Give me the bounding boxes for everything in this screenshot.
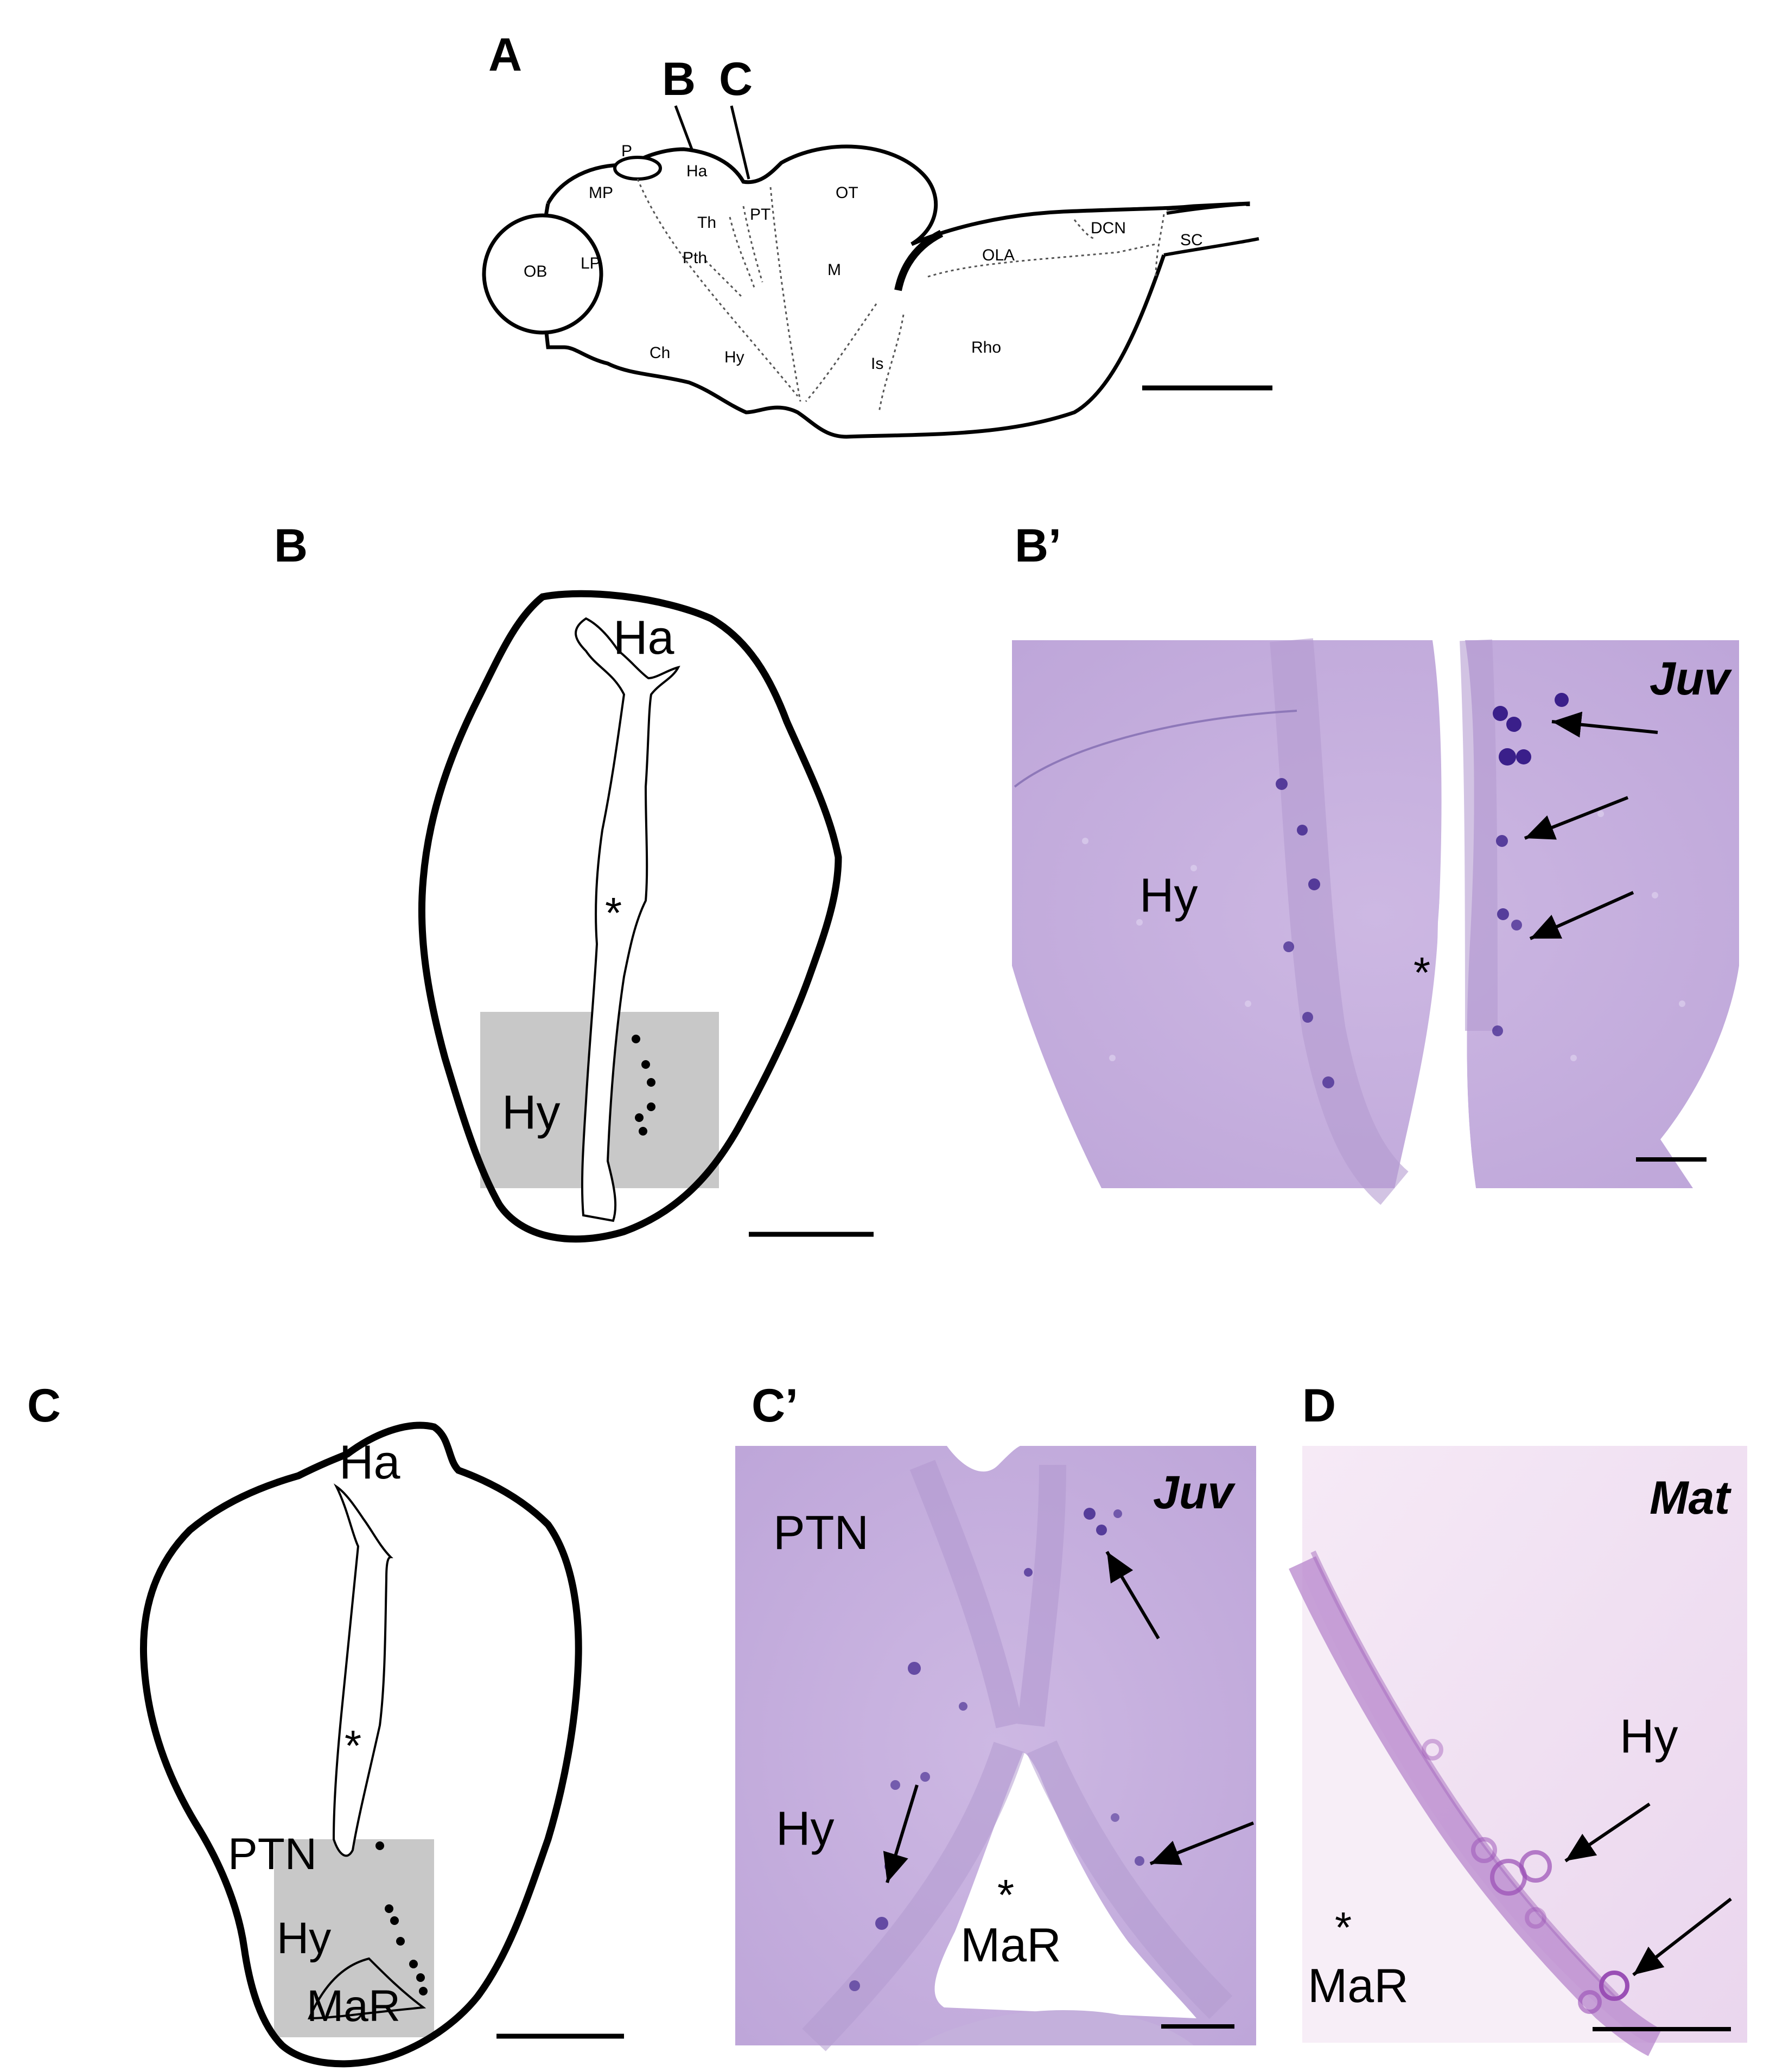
- panel-a-letter: A: [488, 29, 522, 81]
- arrow-d-2: [1632, 1897, 1732, 1977]
- labeled-cells-d: [1422, 1739, 1629, 2014]
- arrow-c-prime-2: [883, 1784, 919, 1883]
- panel-c-prime: C’ Juv PTN Hy * MaR: [735, 1380, 1256, 2051]
- label-ptn-c: PTN: [228, 1829, 317, 1879]
- label-ola: OLA: [982, 246, 1015, 264]
- label-ot: OT: [836, 184, 858, 202]
- labeled-cells-b-prime: [1276, 693, 1569, 1088]
- label-lp: LP: [581, 254, 601, 272]
- ventricle-b: [575, 617, 680, 1222]
- label-hy-c-prime: Hy: [776, 1801, 835, 1855]
- stage-label-c-prime: Juv: [1153, 1467, 1236, 1519]
- region-boundaries: [636, 178, 1165, 413]
- stage-label-d: Mat: [1650, 1472, 1731, 1524]
- ventricle-region-d: [1302, 1573, 1650, 2043]
- label-m: M: [827, 261, 841, 279]
- ventricle-asterisk-c: *: [345, 1722, 361, 1770]
- mammillary-recess-outline: [307, 1957, 426, 2020]
- pineal-outline: [613, 156, 662, 181]
- arrow-b-prime-1: [1551, 711, 1658, 738]
- brain-outline-dorsal: [546, 144, 1250, 246]
- ventricle-asterisk-d: *: [1335, 1903, 1352, 1952]
- section-line-c: [730, 105, 750, 180]
- arrow-d-1: [1564, 1802, 1651, 1863]
- panel-a: A B C P Ha MP Th PT: [482, 29, 1272, 439]
- highlight-box-c: [274, 1839, 434, 2037]
- label-th: Th: [697, 214, 716, 232]
- ventricle-asterisk-b-prime: *: [1414, 948, 1430, 997]
- section-b-outline: [418, 590, 842, 1243]
- section-c-outline: [139, 1421, 582, 2068]
- ventricle-mar-c-prime: [934, 1752, 1196, 2018]
- section-marker-b: B: [662, 53, 696, 105]
- label-p: P: [621, 142, 632, 160]
- label-hy-b: Hy: [502, 1085, 561, 1139]
- label-mar-c: MaR: [307, 1981, 400, 2031]
- olfactory-bulb-outline: [482, 213, 603, 335]
- label-mp: MP: [589, 184, 613, 202]
- label-sc: SC: [1180, 231, 1203, 249]
- panel-b: B Ha * Hy: [274, 520, 874, 1243]
- corner-white-left: [1012, 966, 1102, 1188]
- arrow-c-prime-1: [1105, 1551, 1160, 1640]
- label-pt: PT: [750, 206, 771, 224]
- brain-outline-ventral: [541, 203, 1166, 439]
- section-line-b: [674, 105, 693, 150]
- panel-c: C Ha * PTN Hy MaR: [27, 1380, 624, 2068]
- section-marker-c: C: [719, 53, 753, 105]
- label-ob: OB: [524, 263, 547, 280]
- panel-b-prime: B’ Juv Hy *: [1012, 520, 1763, 1205]
- label-hy-b-prime: Hy: [1139, 868, 1198, 922]
- label-mar-c-prime: MaR: [960, 1918, 1061, 1972]
- label-hy-c: Hy: [277, 1914, 331, 1963]
- panel-b-letter: B: [274, 520, 308, 572]
- label-dcn: DCN: [1091, 219, 1126, 237]
- label-ha-c: Ha: [339, 1435, 400, 1489]
- spinal-cord-ventral: [1163, 237, 1259, 257]
- label-mar-d: MaR: [1308, 1959, 1409, 2012]
- ventricle-asterisk-b: *: [605, 889, 622, 937]
- labeled-cells-c-prime: [849, 1508, 1144, 1991]
- cell-dots-b: [632, 1035, 655, 1136]
- arrow-b-prime-3: [1529, 891, 1634, 940]
- corner-white-right: [1660, 966, 1739, 1188]
- label-ptn-c-prime: PTN: [773, 1506, 869, 1559]
- micrograph-b-prime: [1012, 640, 1739, 1188]
- ventricle-c: [332, 1483, 393, 1857]
- arrow-c-prime-3: [1149, 1821, 1255, 1865]
- label-ha: Ha: [686, 162, 708, 180]
- cell-texture-b-prime: [1082, 811, 1685, 1061]
- stage-label-b-prime: Juv: [1650, 653, 1732, 705]
- cell-dots-c: [375, 1841, 428, 1996]
- panel-b-prime-letter: B’: [1015, 520, 1061, 572]
- label-hy-d: Hy: [1620, 1709, 1678, 1763]
- panel-d-letter: D: [1302, 1380, 1336, 1432]
- label-ha-b: Ha: [613, 610, 674, 664]
- notch-top-c-prime: [947, 1446, 1020, 1472]
- label-is: Is: [871, 355, 883, 373]
- panel-c-letter: C: [27, 1380, 61, 1432]
- label-ch: Ch: [650, 344, 670, 362]
- panel-c-prime-letter: C’: [752, 1380, 798, 1432]
- ventricle-asterisk-c-prime: *: [997, 1871, 1014, 1919]
- valvula-cerebelli: [894, 229, 944, 291]
- label-rho: Rho: [971, 339, 1001, 356]
- label-hy: Hy: [724, 348, 744, 366]
- arrow-b-prime-2: [1524, 796, 1629, 840]
- label-pth: Pth: [683, 249, 707, 267]
- panel-d: D Mat Hy * MaR: [1289, 1380, 1747, 2056]
- spinal-cord-dorsal: [1166, 202, 1249, 215]
